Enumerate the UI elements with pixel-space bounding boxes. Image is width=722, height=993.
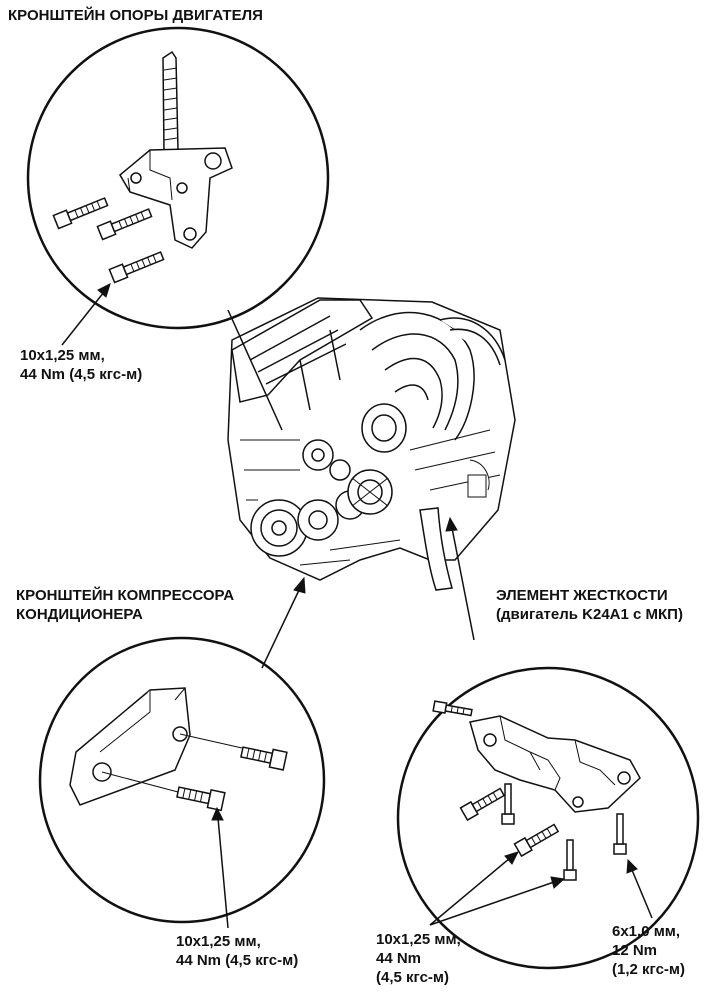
detail-circle-ac-bracket: [38, 636, 326, 924]
ac-bracket-bolts: [176, 746, 288, 812]
engine-illustration: [227, 297, 516, 591]
arrows-stiffener-large-spec: [429, 851, 566, 926]
stiffener-part: [469, 715, 641, 813]
leader-engine-mount: [227, 309, 283, 431]
label-ac-bracket-title: КРОНШТЕЙН КОМПРЕССОРА КОНДИЦИОНЕРА: [16, 587, 235, 623]
label-engine-mount-spec: 10x1,25 мм, 44 Nm (4,5 кгс-м): [20, 347, 143, 383]
arrow-ac-bracket: [261, 576, 306, 669]
arrow-ac-bracket-spec: [211, 806, 229, 929]
label-ac-bracket-spec: 10x1,25 мм, 44 Nm (4,5 кгс-м): [176, 933, 299, 969]
detail-circle-stiffener: [396, 666, 700, 970]
ac-compressor-bracket-part: [69, 687, 243, 806]
detail-circle-engine-mount: [26, 26, 330, 330]
arrow-stiffener-small-spec: [626, 858, 653, 919]
label-engine-mount-bracket: КРОНШТЕЙН ОПОРЫ ДВИГАТЕЛЯ: [8, 7, 263, 24]
engine-mount-bolts: [52, 197, 165, 284]
stiffener-bolts: [432, 700, 627, 881]
arrow-stiffener: [445, 516, 475, 641]
engine-mount-bracket-part: [119, 50, 233, 249]
label-stiffener-large-spec: 10x1,25 мм, 44 Nm (4,5 кгс-м): [376, 931, 461, 986]
label-stiffener-title: ЭЛЕМЕНТ ЖЕСТКОСТИ (двигатель K24A1 с МКП…: [496, 587, 683, 623]
label-stiffener-small-spec: 6x1,0 мм, 12 Nm (1,2 кгс-м): [612, 923, 686, 978]
arrow-engine-mount-spec: [61, 283, 111, 346]
